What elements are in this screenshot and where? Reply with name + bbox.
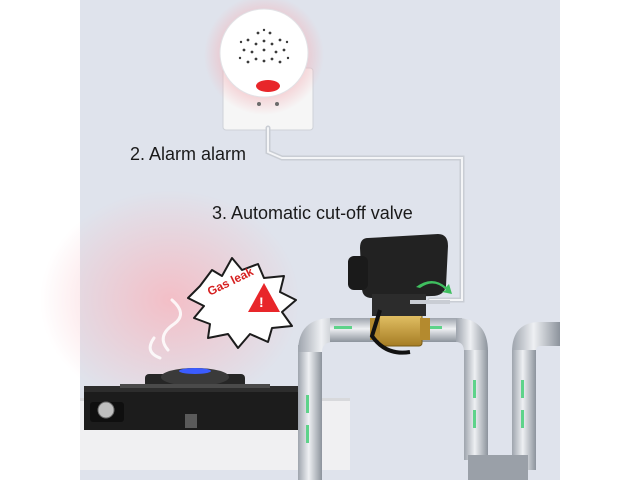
gas-pipes bbox=[298, 318, 560, 480]
valve-actuator bbox=[348, 234, 452, 355]
speaker-grille bbox=[238, 28, 290, 64]
gas-flow-arrows bbox=[306, 326, 524, 443]
warning-exclamation: ! bbox=[259, 294, 264, 310]
gas-alarm-detector bbox=[204, 0, 324, 115]
alarm-step-label: 2. Alarm alarm bbox=[130, 144, 247, 164]
burner-flame bbox=[179, 368, 211, 374]
valve-green-arrow bbox=[416, 281, 452, 294]
stove-knob bbox=[97, 401, 115, 419]
gas-glow bbox=[40, 190, 300, 410]
warning-triangle bbox=[248, 283, 280, 312]
gas-leak-bubble bbox=[187, 257, 297, 349]
valve-step-label: 3. Automatic cut-off valve bbox=[212, 203, 413, 223]
alarm-red-button bbox=[256, 80, 280, 92]
gas-wisps bbox=[148, 298, 182, 360]
gas-stove bbox=[84, 368, 314, 430]
